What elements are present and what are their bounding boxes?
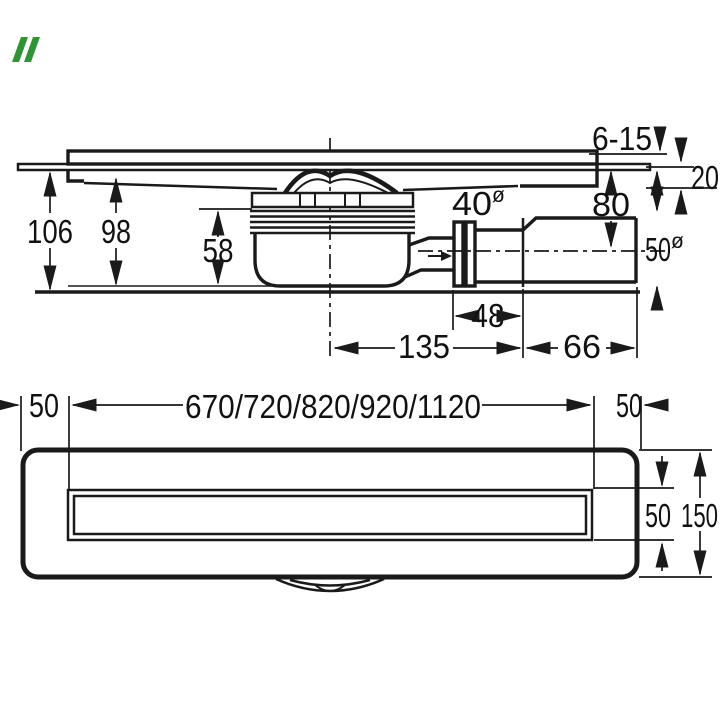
channel-underside-right xyxy=(402,184,519,192)
channel-body-outline xyxy=(20,447,640,580)
dim-48-label: 48 xyxy=(472,297,505,334)
flange-step-left xyxy=(66,170,84,183)
outlet-stub xyxy=(404,236,453,279)
dim-width-column: 50 150 xyxy=(594,449,718,578)
dim-50-right-label: 50 xyxy=(616,387,642,424)
dim-50-left-label: 50 xyxy=(29,387,59,424)
dim-106-label: 106 xyxy=(27,213,73,250)
grate-cover xyxy=(66,149,599,166)
flow-arrow-icon xyxy=(428,251,452,261)
outlet-pipe-small xyxy=(475,228,523,284)
dim-6-15-label: 6-15 xyxy=(592,120,652,157)
dim-50-dia-label: 50ø xyxy=(645,230,684,268)
dim-inlet-dia: 40ø xyxy=(452,184,505,222)
strainer-dome xyxy=(283,168,399,195)
grate-slot-inner xyxy=(72,494,588,536)
dim-lengths-label: 670/720/820/920/1120 xyxy=(185,388,481,425)
dim-rim-height: 20 xyxy=(646,159,719,215)
dim-20-label: 20 xyxy=(691,159,719,196)
dim-top-to-center: 80 xyxy=(592,170,630,248)
strainer-dome-inner xyxy=(293,178,389,194)
dim-150-label: 150 xyxy=(681,497,718,534)
trap-collar xyxy=(250,191,415,209)
trap-body xyxy=(253,234,411,288)
dim-length-row: 50 670/720/820/920/1120 50 xyxy=(0,387,669,489)
dim-grate-height: 6-15 xyxy=(589,120,688,163)
dim-135-label: 135 xyxy=(398,328,450,365)
side-section-view: 106 98 58 40ø 6-15 20 xyxy=(16,120,719,365)
dim-nut-length: 48 xyxy=(452,287,638,358)
dim-66-label: 66 xyxy=(563,328,601,365)
dim-40-label: 40ø xyxy=(452,184,505,222)
brand-logo xyxy=(12,37,40,62)
dim-58-label: 58 xyxy=(203,232,234,269)
dim-center-to-union: 135 xyxy=(333,328,522,365)
dim-union-to-end: 66 xyxy=(525,328,636,365)
union-nut xyxy=(452,220,477,288)
channel-underside-left xyxy=(83,181,278,191)
trap-threads xyxy=(250,209,415,235)
dim-depth-total: 106 xyxy=(27,171,73,291)
dim-98-label: 98 xyxy=(101,213,131,250)
trap-outline-scallop xyxy=(275,577,385,593)
dim-trap-depth: 58 xyxy=(199,208,252,285)
dim-outlet-dia: 50ø xyxy=(645,230,684,311)
flange-step-right xyxy=(520,164,599,188)
dim-depth-body: 98 xyxy=(101,177,131,286)
plan-view: 50 670/720/820/920/1120 50 50 150 xyxy=(0,387,718,593)
dim-50-slot-label: 50 xyxy=(645,497,671,534)
dim-80-label: 80 xyxy=(592,186,630,223)
